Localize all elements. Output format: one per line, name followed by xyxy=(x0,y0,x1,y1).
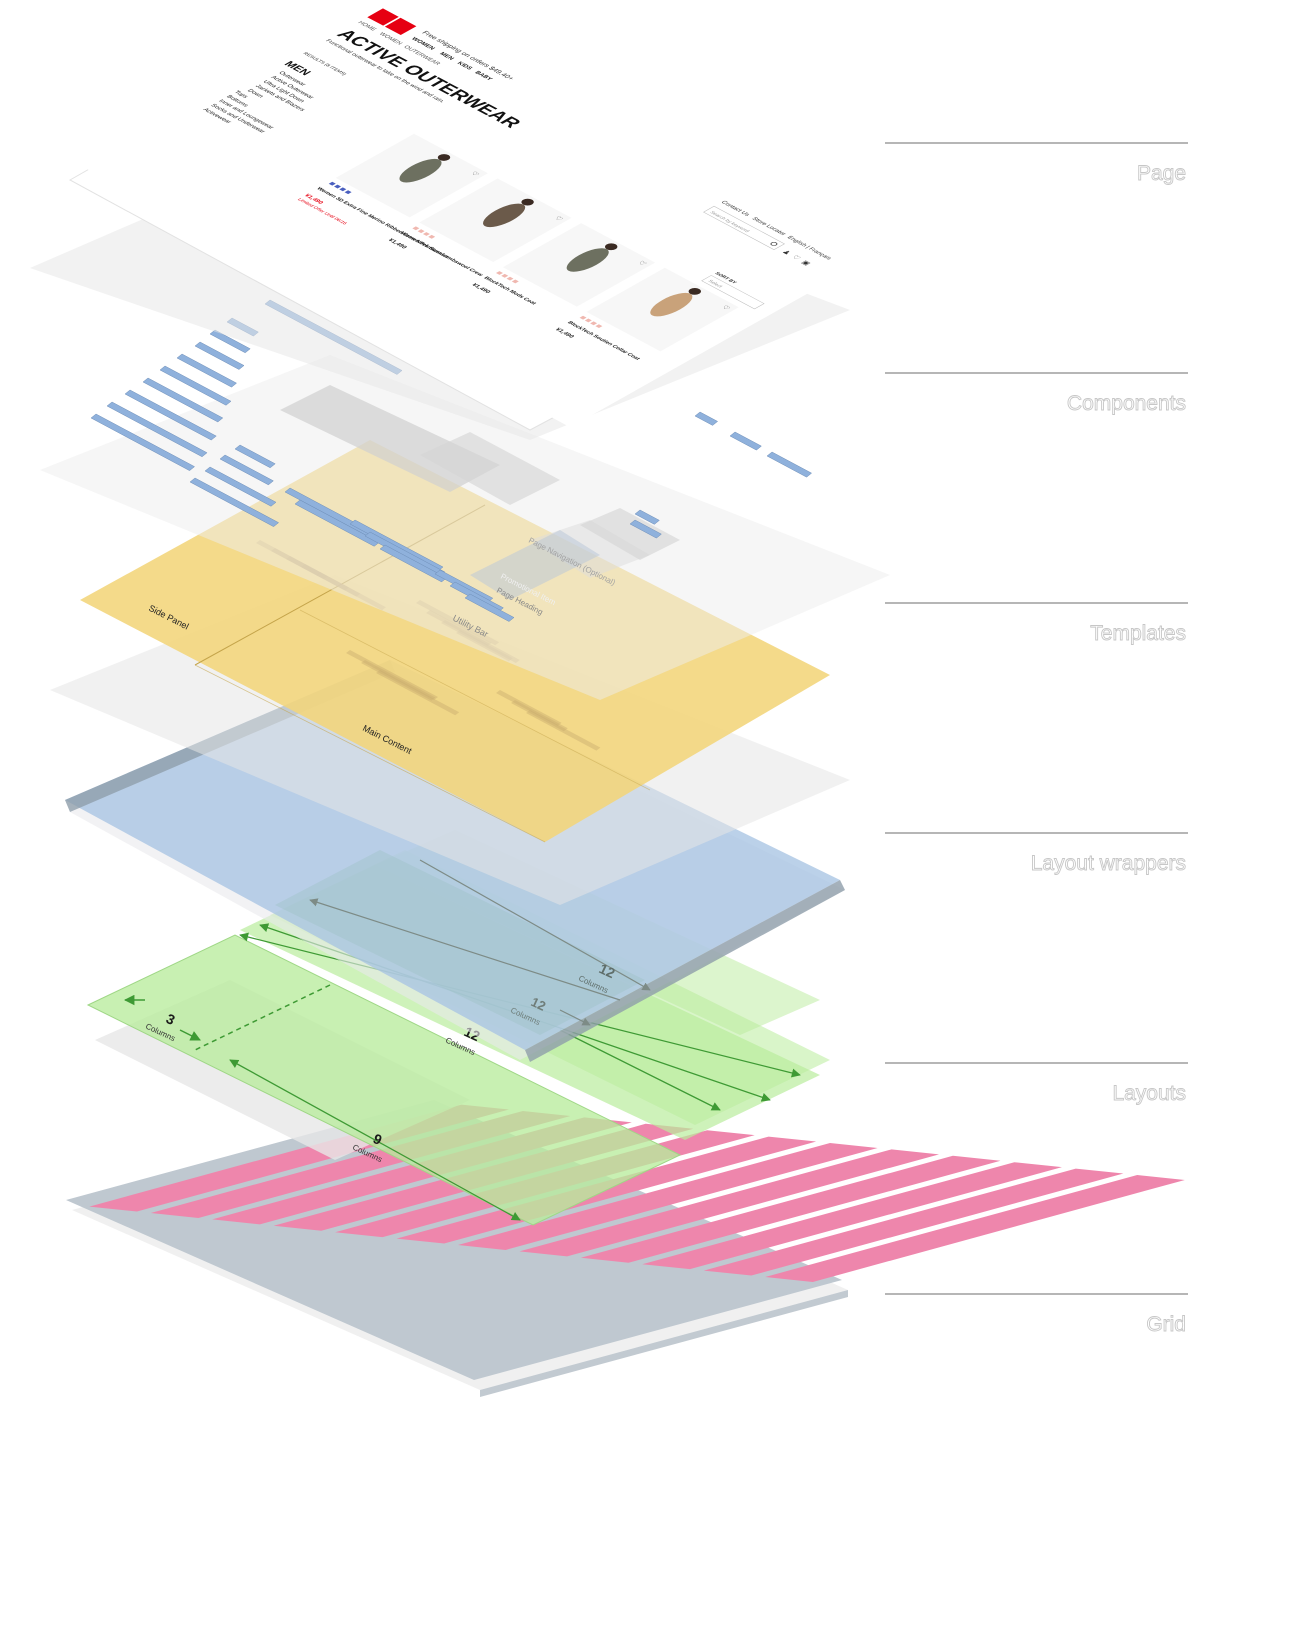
product-model-figure xyxy=(650,292,693,317)
product-model-figure xyxy=(483,203,526,228)
product-price: ¥1,490 xyxy=(553,328,575,340)
side-nav-item[interactable]: Tops xyxy=(232,90,248,99)
template-text-block xyxy=(496,690,562,726)
component-block xyxy=(379,544,448,583)
template-text-block xyxy=(376,670,460,716)
color-swatch[interactable] xyxy=(339,187,347,192)
color-swatch[interactable] xyxy=(506,276,514,281)
nav-baby[interactable]: BABY xyxy=(473,71,493,82)
grid-column xyxy=(642,1162,1062,1270)
search-input[interactable] xyxy=(703,205,785,250)
legend-labels: Page Components Templates Layout wrapper… xyxy=(1030,162,1186,1337)
component-block xyxy=(90,413,196,471)
legend-page: Page xyxy=(1137,162,1186,185)
grid-column xyxy=(765,1175,1185,1282)
legend-layouts: Layouts xyxy=(1112,1082,1186,1105)
color-swatch[interactable] xyxy=(344,190,352,195)
components-layer xyxy=(40,299,890,700)
product-model-head xyxy=(688,288,701,295)
breadcrumb-home[interactable]: HOME xyxy=(356,21,377,32)
component-block xyxy=(176,353,238,388)
grid-column xyxy=(458,1143,878,1250)
template-text-block xyxy=(526,710,601,751)
component-block xyxy=(209,329,251,354)
product-model-figure xyxy=(399,158,442,183)
grid-column xyxy=(519,1149,940,1257)
color-swatch[interactable] xyxy=(590,321,598,326)
component-block xyxy=(634,509,660,525)
side-nav-item[interactable]: Down xyxy=(246,89,265,99)
brand-logo[interactable] xyxy=(367,8,399,26)
color-swatch[interactable] xyxy=(579,315,587,320)
wishlist-heart-icon[interactable]: ♡ xyxy=(719,304,731,311)
template-text-block xyxy=(511,700,568,732)
sort-select[interactable] xyxy=(701,275,765,310)
product-model-head xyxy=(605,243,618,251)
component-block xyxy=(106,401,208,458)
component-block xyxy=(294,499,380,547)
product-price: ¥1,490 xyxy=(470,283,492,295)
heart-icon[interactable]: ♡ xyxy=(790,254,802,261)
component-block xyxy=(219,454,274,486)
grid-column xyxy=(703,1168,1124,1276)
page-layer: Free shipping on orders $49.40+ HOME WOM… xyxy=(30,0,866,440)
product-model-figure xyxy=(566,248,609,272)
grid-column xyxy=(580,1155,1001,1263)
product-model-head xyxy=(521,198,534,206)
component-blocks xyxy=(90,299,813,622)
legend-rules xyxy=(885,142,1188,1295)
component-block xyxy=(194,341,245,370)
wrapper-12-number: 12 xyxy=(597,960,618,981)
color-swatch[interactable] xyxy=(595,324,603,329)
color-swatch[interactable] xyxy=(422,232,430,236)
color-swatch[interactable] xyxy=(334,184,342,189)
color-swatch[interactable] xyxy=(428,234,436,239)
color-swatch[interactable] xyxy=(584,318,592,323)
wishlist-heart-icon[interactable]: ♡ xyxy=(552,215,564,222)
product-price: ¥1,490 xyxy=(386,238,408,250)
legend-grid: Grid xyxy=(1146,1313,1186,1336)
component-block xyxy=(694,411,719,426)
component-block xyxy=(142,377,224,423)
component-block xyxy=(629,519,662,539)
legend-templates: Templates xyxy=(1090,622,1186,645)
page-content: Free shipping on orders $49.40+ HOME WOM… xyxy=(81,0,866,428)
component-block xyxy=(159,365,232,406)
component-block xyxy=(204,466,277,507)
cart-icon[interactable]: ▣ xyxy=(800,259,813,266)
user-icon[interactable]: ♟ xyxy=(780,249,792,256)
color-swatch[interactable] xyxy=(412,226,420,231)
nav-kids[interactable]: KIDS xyxy=(455,61,473,71)
brand-logo-2[interactable] xyxy=(384,17,417,36)
search-icon[interactable] xyxy=(770,242,778,247)
nav-men[interactable]: MEN xyxy=(438,52,455,61)
legend-components: Components xyxy=(1067,392,1186,415)
wrapper2-12-number: 12 xyxy=(529,994,548,1014)
color-swatch[interactable] xyxy=(495,271,503,275)
template-text-block xyxy=(346,650,438,700)
legend-layout-wrappers: Layout wrappers xyxy=(1031,852,1186,875)
component-block xyxy=(124,389,217,441)
color-swatch[interactable] xyxy=(501,273,509,278)
product-model-head xyxy=(437,154,451,161)
component-block xyxy=(766,451,813,478)
wishlist-heart-icon[interactable]: ♡ xyxy=(469,171,481,178)
template-text-block xyxy=(361,660,436,701)
component-block xyxy=(234,444,276,469)
component-block xyxy=(729,431,762,451)
component-block xyxy=(189,477,280,527)
component-block xyxy=(464,593,515,622)
color-swatch[interactable] xyxy=(511,279,519,284)
wishlist-heart-icon[interactable]: ♡ xyxy=(636,260,648,267)
color-swatch[interactable] xyxy=(417,229,425,234)
product-price: ¥1,490 xyxy=(303,194,325,206)
color-swatch[interactable] xyxy=(328,181,336,186)
sort-select-value: Select xyxy=(706,279,724,289)
